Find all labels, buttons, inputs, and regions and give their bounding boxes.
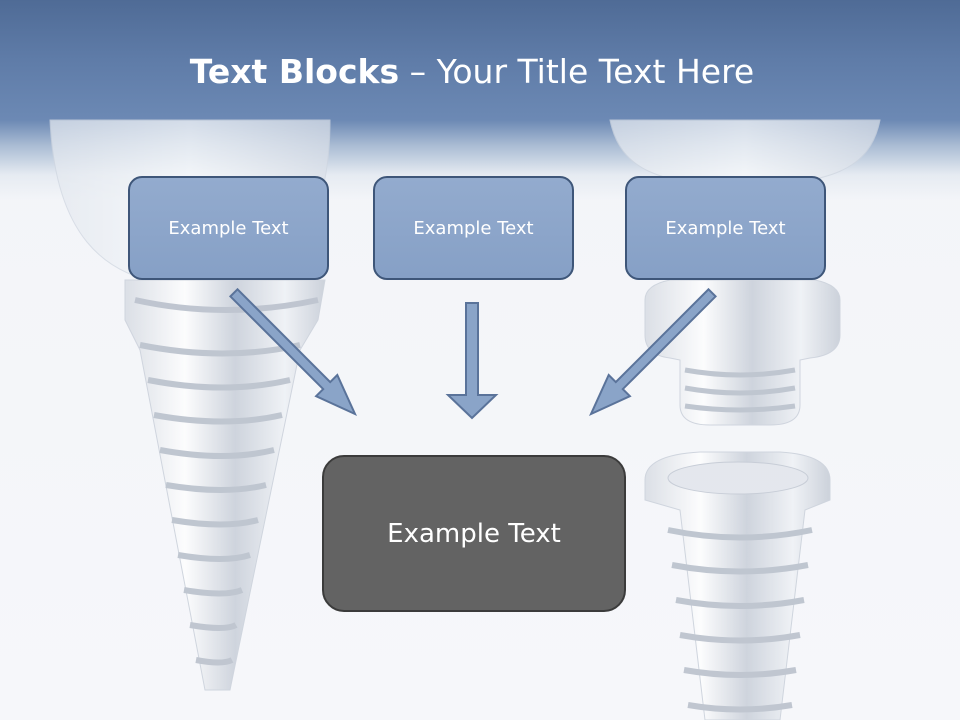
title-bold: Text Blocks — [189, 52, 400, 91]
main-text-block-label: Example Text — [387, 518, 561, 549]
title-rest: – Your Title Text Here — [399, 52, 755, 91]
text-block-2-label: Example Text — [413, 217, 534, 239]
text-block-1-label: Example Text — [168, 217, 289, 239]
slide-title: Text Blocks – Your Title Text Here — [0, 52, 944, 91]
text-block-1[interactable]: Example Text — [128, 176, 329, 280]
arrow-right — [588, 287, 718, 417]
text-block-2[interactable]: Example Text — [373, 176, 574, 280]
text-block-3-label: Example Text — [665, 217, 786, 239]
arrow-left — [228, 287, 358, 417]
arrow-middle — [445, 302, 499, 420]
main-text-block[interactable]: Example Text — [322, 455, 626, 612]
text-block-3[interactable]: Example Text — [625, 176, 826, 280]
